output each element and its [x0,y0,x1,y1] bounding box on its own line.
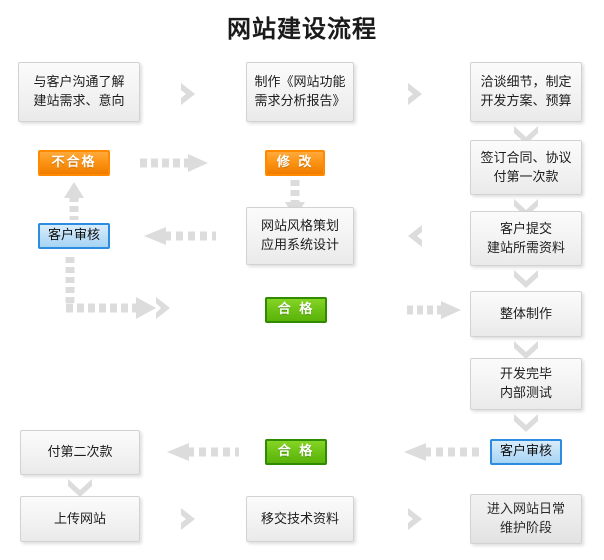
badge-review-mid: 客户审核 [38,223,110,249]
badge-pass-bottom: 合 格 [265,439,327,465]
connector-dashed-arrow-right-1 [138,151,212,175]
connector-chevron-left-1 [400,222,430,250]
connector-dashed-arrow-up-1 [62,180,86,222]
node-contract: 签订合同、协议 付第一次款 [470,140,582,195]
node-design: 网站风格策划 应用系统设计 [246,207,354,265]
connector-dashed-elbow-arrow-right-1 [58,255,188,325]
badge-modify: 修 改 [265,150,325,176]
connector-chevron-right-2 [403,80,433,108]
connector-dashed-arrow-left-1 [140,224,220,248]
node-handover: 移交技术资料 [246,496,354,542]
node-report: 制作《网站功能 需求分析报告》 [246,62,354,122]
connector-dashed-arrow-left-2 [163,440,243,464]
node-negotiate: 洽谈细节，制定 开发方案、预算 [470,62,582,122]
node-production: 整体制作 [470,291,582,337]
node-communicate: 与客户沟通了解 建站需求、意向 [18,62,140,122]
node-maintenance: 进入网站日常 维护阶段 [470,494,582,544]
node-materials: 客户提交 建站所需资料 [470,211,582,266]
node-testing: 开发完毕 内部测试 [470,358,582,410]
badge-pass-mid: 合 格 [265,297,327,323]
connector-chevron-down-5 [511,410,541,434]
page-title: 网站建设流程 [227,15,377,43]
badge-fail: 不合格 [38,150,110,176]
connector-chevron-right-1 [176,80,206,108]
node-upload: 上传网站 [20,496,140,542]
connector-chevron-down-3 [511,266,541,290]
connector-chevron-right-3 [176,505,206,533]
connector-chevron-right-4 [403,505,433,533]
connector-dashed-arrow-right-2 [405,298,465,322]
node-second-payment: 付第二次款 [20,430,140,475]
badge-review-bottom: 客户审核 [490,439,562,465]
connector-dashed-arrow-left-3 [400,440,484,464]
